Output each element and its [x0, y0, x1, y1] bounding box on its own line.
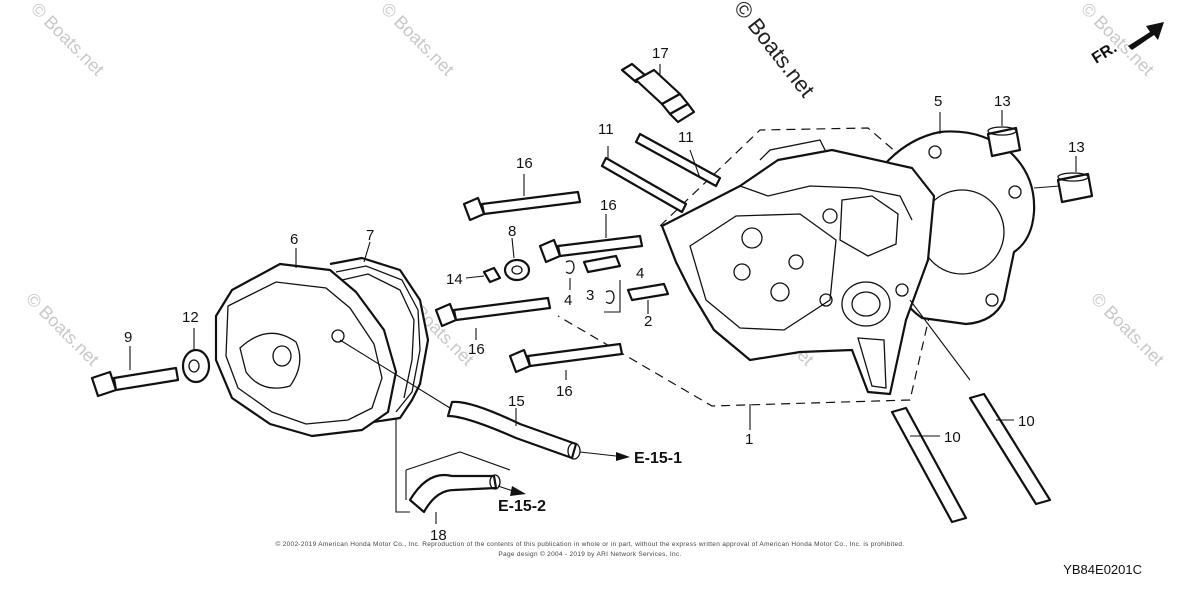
washer-12	[181, 348, 211, 384]
pin-2	[626, 282, 670, 302]
diagram-code: YB84E0201C	[1063, 562, 1142, 577]
reference-e-15-2: E-15-2	[498, 498, 546, 515]
callout-16: 16	[516, 155, 533, 172]
callout-11: 11	[678, 129, 694, 146]
callouts: 1 2 3 4 4 5 6 7 8 9 10 10 11 11 12 13 13…	[124, 45, 1085, 544]
reference-e-15-1: E-15-1	[634, 450, 682, 467]
callout-16: 16	[468, 341, 485, 358]
callout-17: 17	[652, 45, 669, 62]
watermark-text: © Boats.net	[22, 289, 103, 370]
clip-4b	[605, 290, 615, 304]
breather-hose-18	[405, 451, 511, 514]
watermark-main: © Boats.net	[729, 0, 820, 102]
copyright-line-2: Page design © 2004 - 2019 by ARI Network…	[498, 551, 682, 558]
callout-13: 13	[1068, 139, 1085, 156]
small-parts	[482, 254, 670, 304]
watermark-text: © Boats.net	[1087, 289, 1168, 370]
pin-3	[582, 254, 622, 274]
callout-7: 7	[366, 227, 374, 244]
callout-15: 15	[508, 393, 525, 410]
callout-14: 14	[446, 271, 463, 288]
callout-8: 8	[508, 223, 516, 240]
watermark-text: © Boats.net	[27, 0, 108, 80]
callout-18: 18	[430, 527, 447, 544]
flange-bolts-16	[434, 190, 644, 374]
reference-arrows	[497, 451, 630, 496]
callout-9: 9	[124, 329, 132, 346]
watermark-text: © Boats.net	[377, 0, 458, 80]
callout-11: 11	[598, 121, 614, 138]
callout-12: 12	[182, 309, 199, 326]
cylinder-head	[660, 139, 936, 396]
copyright-line-1: © 2002-2019 American Honda Motor Co., In…	[275, 541, 905, 548]
callout-4: 4	[564, 292, 572, 309]
spark-plug	[620, 62, 696, 124]
callout-2: 2	[644, 313, 652, 330]
leader-lines	[129, 64, 1077, 524]
clip-14	[482, 266, 502, 284]
callout-5: 5	[934, 93, 942, 110]
callout-10: 10	[944, 429, 961, 446]
callout-3: 3	[586, 287, 594, 304]
callout-1: 1	[745, 431, 753, 448]
callout-16: 16	[556, 383, 573, 400]
stud-bolts-11	[600, 132, 722, 214]
callout-10: 10	[1018, 413, 1035, 430]
washer-8	[503, 258, 531, 282]
valve-cover	[214, 262, 398, 438]
dowel-pins-13	[986, 126, 1094, 204]
callout-4: 4	[636, 265, 644, 282]
callout-13: 13	[994, 93, 1011, 110]
breather-tube-15	[446, 400, 581, 460]
cover-bolt-9	[90, 366, 180, 398]
callout-6: 6	[290, 231, 298, 248]
callout-16: 16	[600, 197, 617, 214]
clip-4a	[565, 260, 575, 274]
